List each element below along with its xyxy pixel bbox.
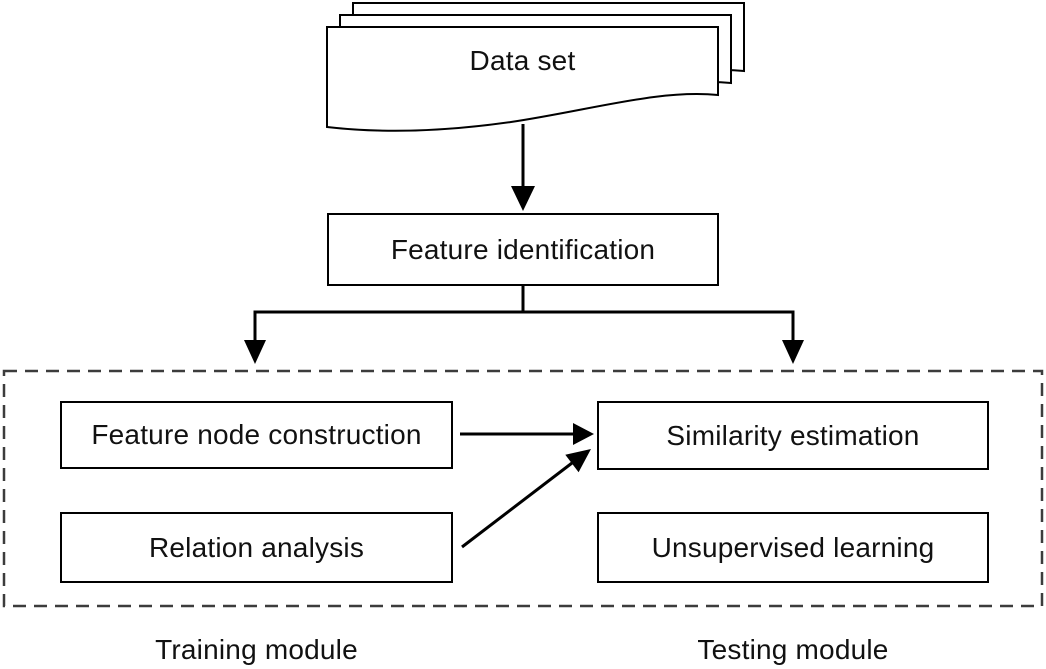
testing-module-caption: Testing module xyxy=(697,634,889,665)
arrow-relation-to-similarity xyxy=(461,461,573,549)
node-unsupervised-learning: Unsupervised learning xyxy=(597,512,989,583)
training-module-caption: Training module xyxy=(155,634,358,665)
branch-connector xyxy=(253,286,795,342)
modules-dashed-border xyxy=(2,369,1044,608)
arrowhead-down-training xyxy=(244,340,266,364)
node-data-set: Data set xyxy=(469,45,576,76)
document-page-front-icon xyxy=(326,26,719,132)
node-relation-analysis: Relation analysis xyxy=(60,512,453,583)
node-similarity-estimation: Similarity estimation xyxy=(597,401,989,470)
arrowhead-right-similarity xyxy=(573,423,594,445)
node-feature-node-construction: Feature node construction xyxy=(60,401,453,469)
arrowhead-down-testing xyxy=(782,340,804,364)
arrowhead-down-featureid xyxy=(511,186,535,211)
node-feature-identification: Feature identification xyxy=(327,213,719,286)
arrowhead-diagonal-similarity xyxy=(565,449,591,473)
